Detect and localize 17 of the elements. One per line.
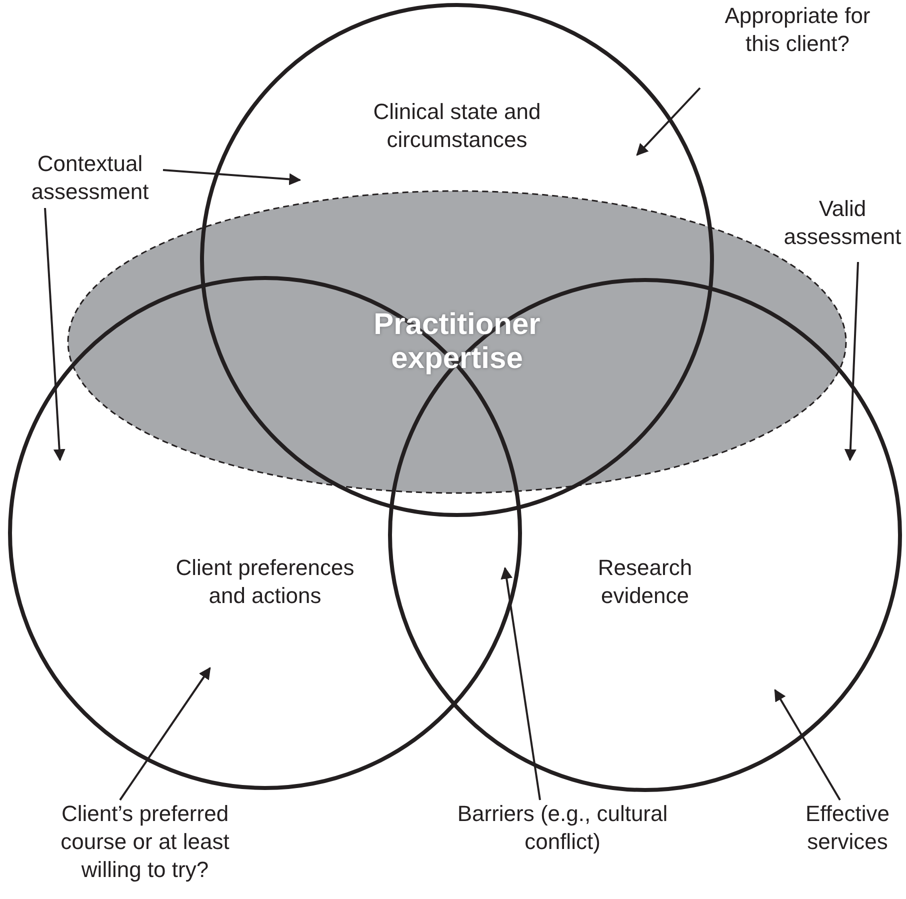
- leader-arrow: [636, 87, 701, 156]
- venn-circle: [200, 3, 714, 517]
- leader-arrow: [844, 262, 859, 462]
- leader-arrow: [119, 667, 211, 801]
- callout-text: Contextual assessment: [15, 150, 165, 206]
- circle-label: Client preferences and actions: [174, 554, 356, 610]
- circle-label: Research evidence: [596, 554, 694, 610]
- leader-arrow: [774, 688, 841, 800]
- callout-text: Barriers (e.g., cultural conflict): [455, 800, 670, 856]
- callout-text: Client’s preferred course or at least willing to try?: [30, 800, 260, 884]
- callout-text: Effective services: [795, 800, 900, 856]
- circle-label: Clinical state and circumstances: [372, 98, 542, 154]
- leader-arrow: [44, 208, 66, 462]
- leader-arrow: [500, 566, 541, 800]
- callout-text: Appropriate for this client?: [710, 2, 885, 58]
- callout-text: Valid assessment: [780, 195, 905, 251]
- leader-arrow: [162, 169, 302, 186]
